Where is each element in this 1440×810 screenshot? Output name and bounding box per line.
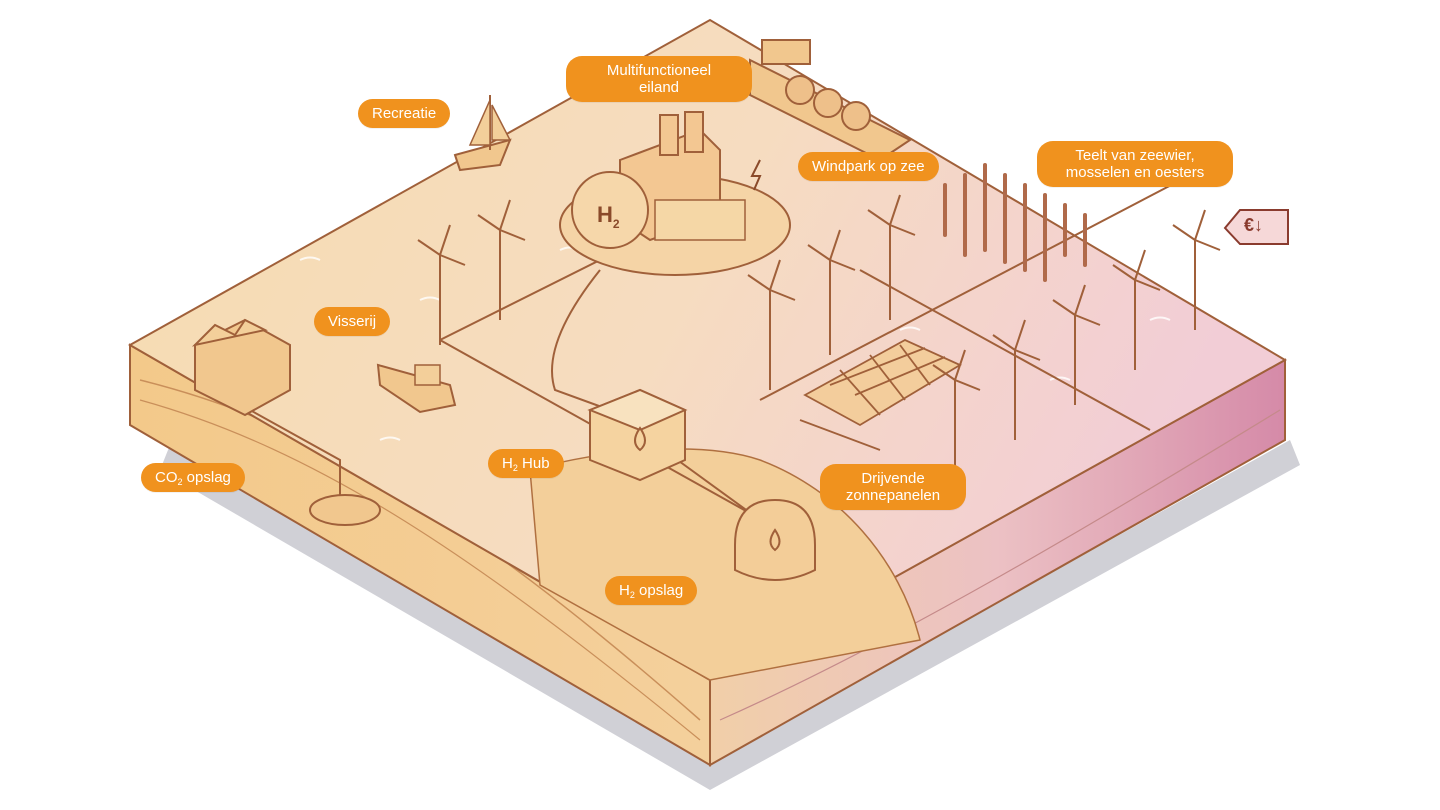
label-multifunctioneel-eiland: Multifunctioneel eiland — [566, 56, 752, 102]
sea-surface — [127, 18, 1288, 682]
price-tag-shape — [1223, 209, 1289, 245]
seaweed-farm — [943, 163, 1087, 282]
floating-solar-panels — [799, 338, 962, 451]
wind-turbines — [417, 194, 1221, 470]
co2-factory — [191, 318, 381, 526]
label-h2-opslag: H2 opslag — [605, 576, 698, 605]
sailboat — [453, 95, 512, 172]
fishing-boat — [376, 363, 457, 414]
island-h2-text: H — [597, 202, 613, 227]
label-drijvende-zonnepanelen: Drijvende zonnepanelen — [820, 464, 966, 510]
multifunctional-island: H2 — [559, 111, 791, 276]
label-teelt-zeewier: Teelt van zeewier, mosselen en oesters — [1037, 141, 1233, 187]
label-recreatie: Recreatie — [358, 99, 451, 128]
svg-text:H2: H2 — [597, 202, 620, 231]
price-down-tag: €↓ — [1244, 215, 1264, 235]
h2-storage-dome — [734, 498, 816, 581]
label-co2-opslag: CO2 opslag — [141, 463, 245, 492]
label-visserij: Visserij — [314, 307, 391, 336]
label-windpark-op-zee: Windpark op zee — [798, 152, 939, 181]
h2-hub-building — [587, 388, 688, 482]
label-h2-hub: H2 Hub — [488, 449, 564, 478]
